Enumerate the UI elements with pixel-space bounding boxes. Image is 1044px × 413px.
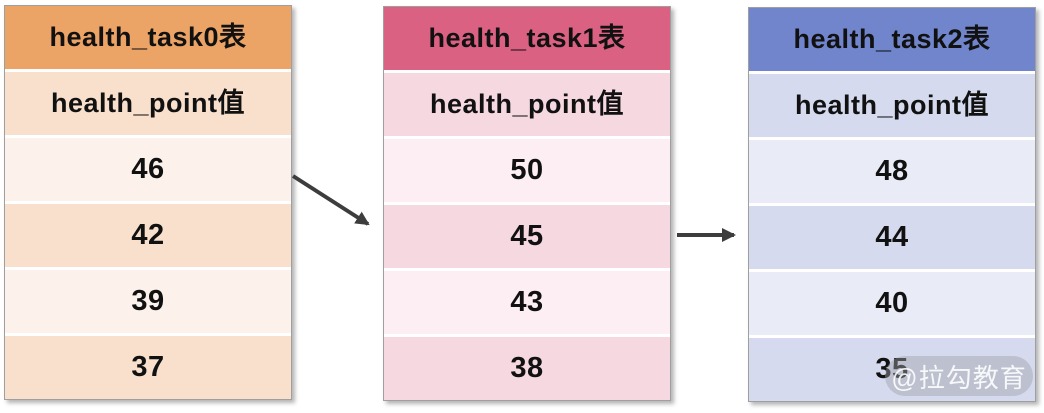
value-cell: 42 xyxy=(5,204,291,267)
field-header: health_point值 xyxy=(749,74,1035,137)
value-cell: 37 xyxy=(5,336,291,399)
value-cell: 45 xyxy=(384,205,670,268)
field-header: health_point值 xyxy=(384,73,670,136)
table-title: health_task0表 xyxy=(5,6,291,69)
value-cell: 43 xyxy=(384,271,670,334)
value-cell: 50 xyxy=(384,139,670,202)
value-cell: 35 xyxy=(749,338,1035,401)
value-cell: 44 xyxy=(749,206,1035,269)
table-title: health_task2表 xyxy=(749,8,1035,71)
value-cell: 46 xyxy=(5,138,291,201)
table-health-task2: health_task2表 health_point值 48 44 40 35 xyxy=(748,7,1036,402)
arrow-task0-to-task1 xyxy=(291,174,370,226)
field-header: health_point值 xyxy=(5,72,291,135)
watermark-badge: @拉勾教育 xyxy=(885,356,1033,396)
value-cell: 48 xyxy=(749,140,1035,203)
table-health-task0: health_task0表 health_point值 46 42 39 37 xyxy=(4,5,292,400)
table-title: health_task1表 xyxy=(384,7,670,70)
value-cell: 40 xyxy=(749,272,1035,335)
value-cell: 39 xyxy=(5,270,291,333)
value-cell: 38 xyxy=(384,337,670,400)
table-health-task1: health_task1表 health_point值 50 45 43 38 xyxy=(383,6,671,401)
